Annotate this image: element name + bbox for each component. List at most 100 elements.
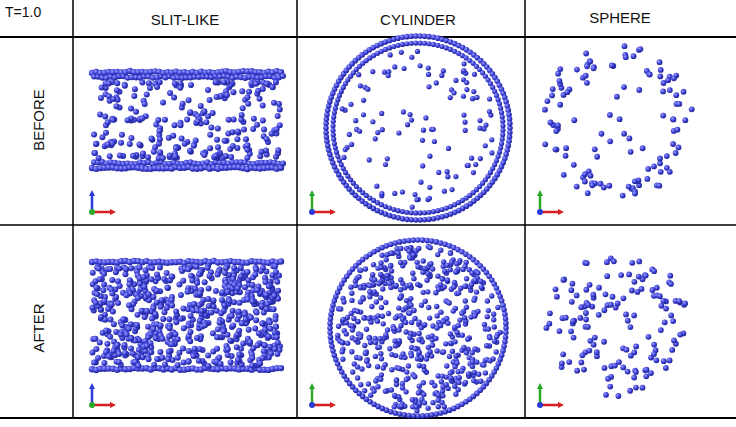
particle bbox=[273, 324, 279, 330]
particle bbox=[267, 320, 273, 326]
particle bbox=[227, 337, 233, 343]
particle bbox=[91, 132, 97, 138]
particle bbox=[262, 327, 268, 333]
particle bbox=[378, 295, 383, 300]
particle bbox=[167, 325, 173, 331]
particle bbox=[436, 170, 441, 175]
particle bbox=[93, 141, 99, 147]
particle bbox=[272, 317, 278, 323]
particle bbox=[107, 334, 113, 340]
particle bbox=[275, 147, 281, 153]
particle bbox=[332, 110, 337, 115]
particle bbox=[404, 41, 409, 46]
particle bbox=[245, 101, 251, 107]
particle bbox=[122, 350, 128, 356]
particle bbox=[155, 117, 161, 123]
particle bbox=[171, 122, 177, 128]
particle bbox=[204, 265, 210, 271]
particle bbox=[278, 258, 284, 264]
particle bbox=[141, 284, 147, 290]
particle bbox=[215, 125, 221, 131]
particle bbox=[367, 157, 372, 162]
particle bbox=[249, 362, 255, 368]
particle bbox=[427, 196, 432, 201]
particle bbox=[368, 393, 373, 398]
particle bbox=[393, 315, 398, 320]
particle bbox=[393, 284, 398, 289]
particle bbox=[392, 404, 397, 409]
particle bbox=[146, 356, 152, 362]
particle bbox=[160, 99, 166, 105]
particle bbox=[451, 308, 456, 313]
particle bbox=[235, 285, 241, 291]
particle bbox=[93, 300, 99, 306]
particle bbox=[203, 119, 209, 125]
particle bbox=[257, 360, 263, 366]
particle bbox=[400, 209, 405, 214]
particle bbox=[206, 285, 212, 291]
particle bbox=[180, 346, 186, 352]
particle bbox=[347, 132, 352, 137]
particle bbox=[162, 117, 168, 123]
particle bbox=[401, 109, 406, 114]
particle bbox=[413, 210, 418, 215]
particle bbox=[95, 355, 101, 361]
particle bbox=[99, 85, 105, 91]
particle bbox=[148, 136, 154, 142]
particle bbox=[188, 149, 194, 155]
particle bbox=[379, 111, 384, 116]
table-rules bbox=[0, 0, 736, 418]
particle bbox=[461, 112, 466, 117]
particle bbox=[207, 145, 213, 151]
particle bbox=[394, 377, 399, 382]
particle bbox=[409, 41, 414, 46]
particle bbox=[486, 308, 491, 313]
particle bbox=[442, 404, 447, 409]
particle bbox=[495, 305, 500, 310]
particle bbox=[172, 153, 178, 159]
particle bbox=[379, 191, 384, 196]
particle bbox=[191, 353, 197, 359]
particle bbox=[159, 355, 165, 361]
particle bbox=[478, 279, 483, 284]
particle bbox=[464, 87, 469, 92]
particle bbox=[207, 97, 213, 103]
particle bbox=[234, 136, 240, 142]
particle bbox=[153, 288, 159, 294]
particle bbox=[230, 89, 236, 95]
particle bbox=[500, 123, 505, 128]
particle bbox=[412, 192, 417, 197]
particle bbox=[385, 156, 390, 161]
particle bbox=[140, 151, 146, 157]
particle bbox=[128, 345, 134, 351]
particle bbox=[389, 268, 394, 273]
particle bbox=[278, 365, 284, 371]
particle bbox=[340, 357, 345, 362]
particle bbox=[109, 301, 115, 307]
particle bbox=[169, 274, 175, 280]
particle bbox=[135, 354, 141, 360]
particle bbox=[503, 321, 509, 327]
particle bbox=[135, 295, 141, 301]
particle bbox=[166, 333, 172, 339]
particle bbox=[224, 92, 230, 98]
particle bbox=[406, 363, 411, 368]
particle bbox=[157, 264, 163, 270]
particle bbox=[99, 134, 105, 140]
particle bbox=[449, 259, 454, 264]
particle bbox=[205, 87, 211, 93]
particle bbox=[176, 282, 182, 288]
particle bbox=[483, 123, 488, 128]
particle bbox=[225, 346, 231, 352]
particle bbox=[153, 335, 159, 341]
particle bbox=[463, 380, 468, 385]
particle bbox=[216, 355, 222, 361]
particle bbox=[230, 322, 236, 328]
particle bbox=[461, 68, 466, 73]
particle bbox=[188, 82, 194, 88]
particle bbox=[187, 338, 193, 344]
particle bbox=[259, 320, 265, 326]
particle bbox=[415, 49, 420, 54]
particle bbox=[165, 356, 171, 362]
particle bbox=[453, 78, 458, 83]
